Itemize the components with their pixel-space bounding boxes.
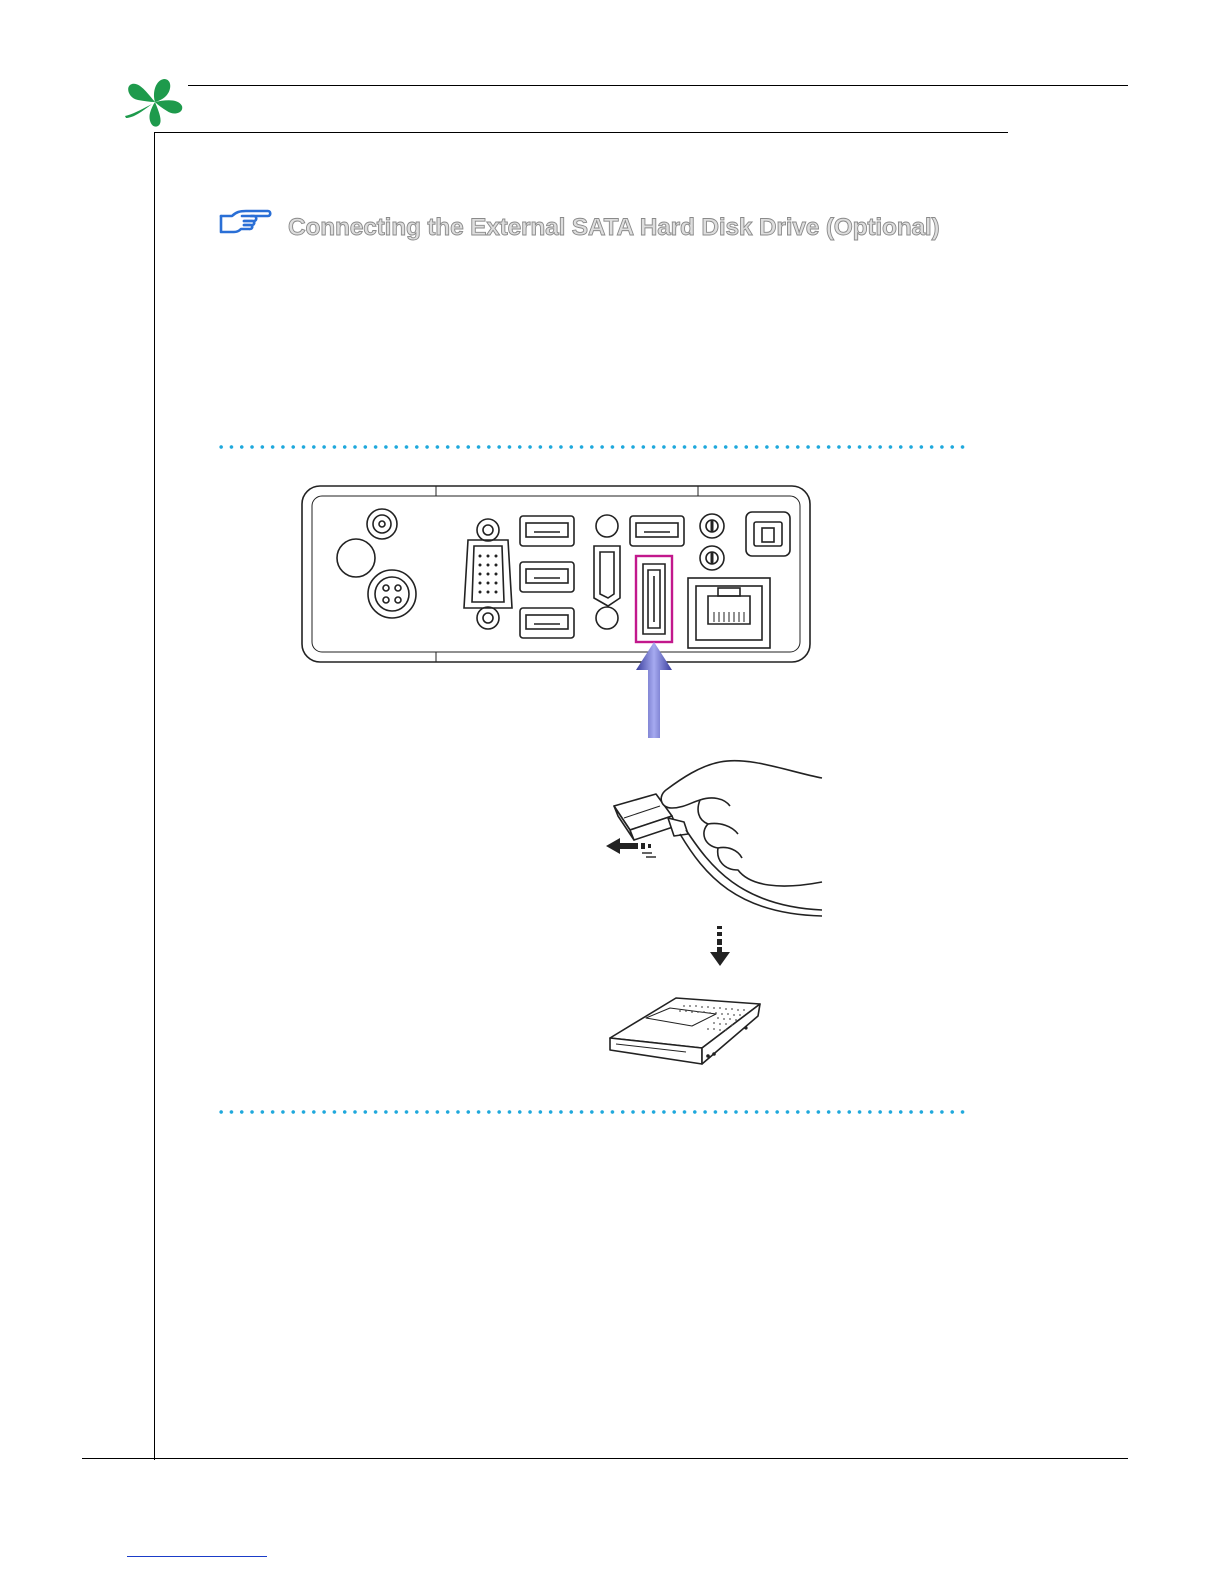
header-top-rule bbox=[188, 85, 1128, 86]
divider-dotted-bottom bbox=[216, 1110, 968, 1114]
insert-arrow-up bbox=[634, 640, 674, 740]
usb-port bbox=[520, 608, 574, 638]
audio-jack bbox=[700, 514, 724, 538]
antenna-connector bbox=[367, 509, 397, 539]
clover-logo-icon bbox=[122, 76, 188, 130]
hdmi-port bbox=[594, 546, 620, 606]
page-left-margin-rule bbox=[154, 132, 155, 1460]
section-title: Connecting the External SATA Hard Disk D… bbox=[288, 208, 940, 248]
footer-link-underline[interactable] bbox=[127, 1556, 267, 1557]
usb-port bbox=[520, 562, 574, 592]
rear-io-panel bbox=[298, 482, 814, 666]
round-blank bbox=[337, 539, 375, 577]
connect-arrow-down bbox=[708, 926, 732, 968]
pointing-hand-icon bbox=[218, 206, 274, 236]
usb-port bbox=[630, 516, 684, 546]
esata-port bbox=[643, 564, 665, 634]
external-hard-disk-drive bbox=[606, 994, 764, 1070]
divider-dotted-top bbox=[216, 445, 968, 449]
optical-spdif-port bbox=[746, 512, 790, 556]
audio-jack bbox=[700, 546, 724, 570]
lan-port bbox=[688, 578, 770, 648]
usb-port bbox=[520, 516, 574, 546]
esata-cable-connector bbox=[600, 756, 824, 918]
dc-power-jack bbox=[368, 570, 416, 618]
page-bottom-rule bbox=[82, 1458, 1128, 1459]
header-bottom-rule bbox=[155, 132, 1008, 133]
vga-port bbox=[464, 519, 512, 629]
